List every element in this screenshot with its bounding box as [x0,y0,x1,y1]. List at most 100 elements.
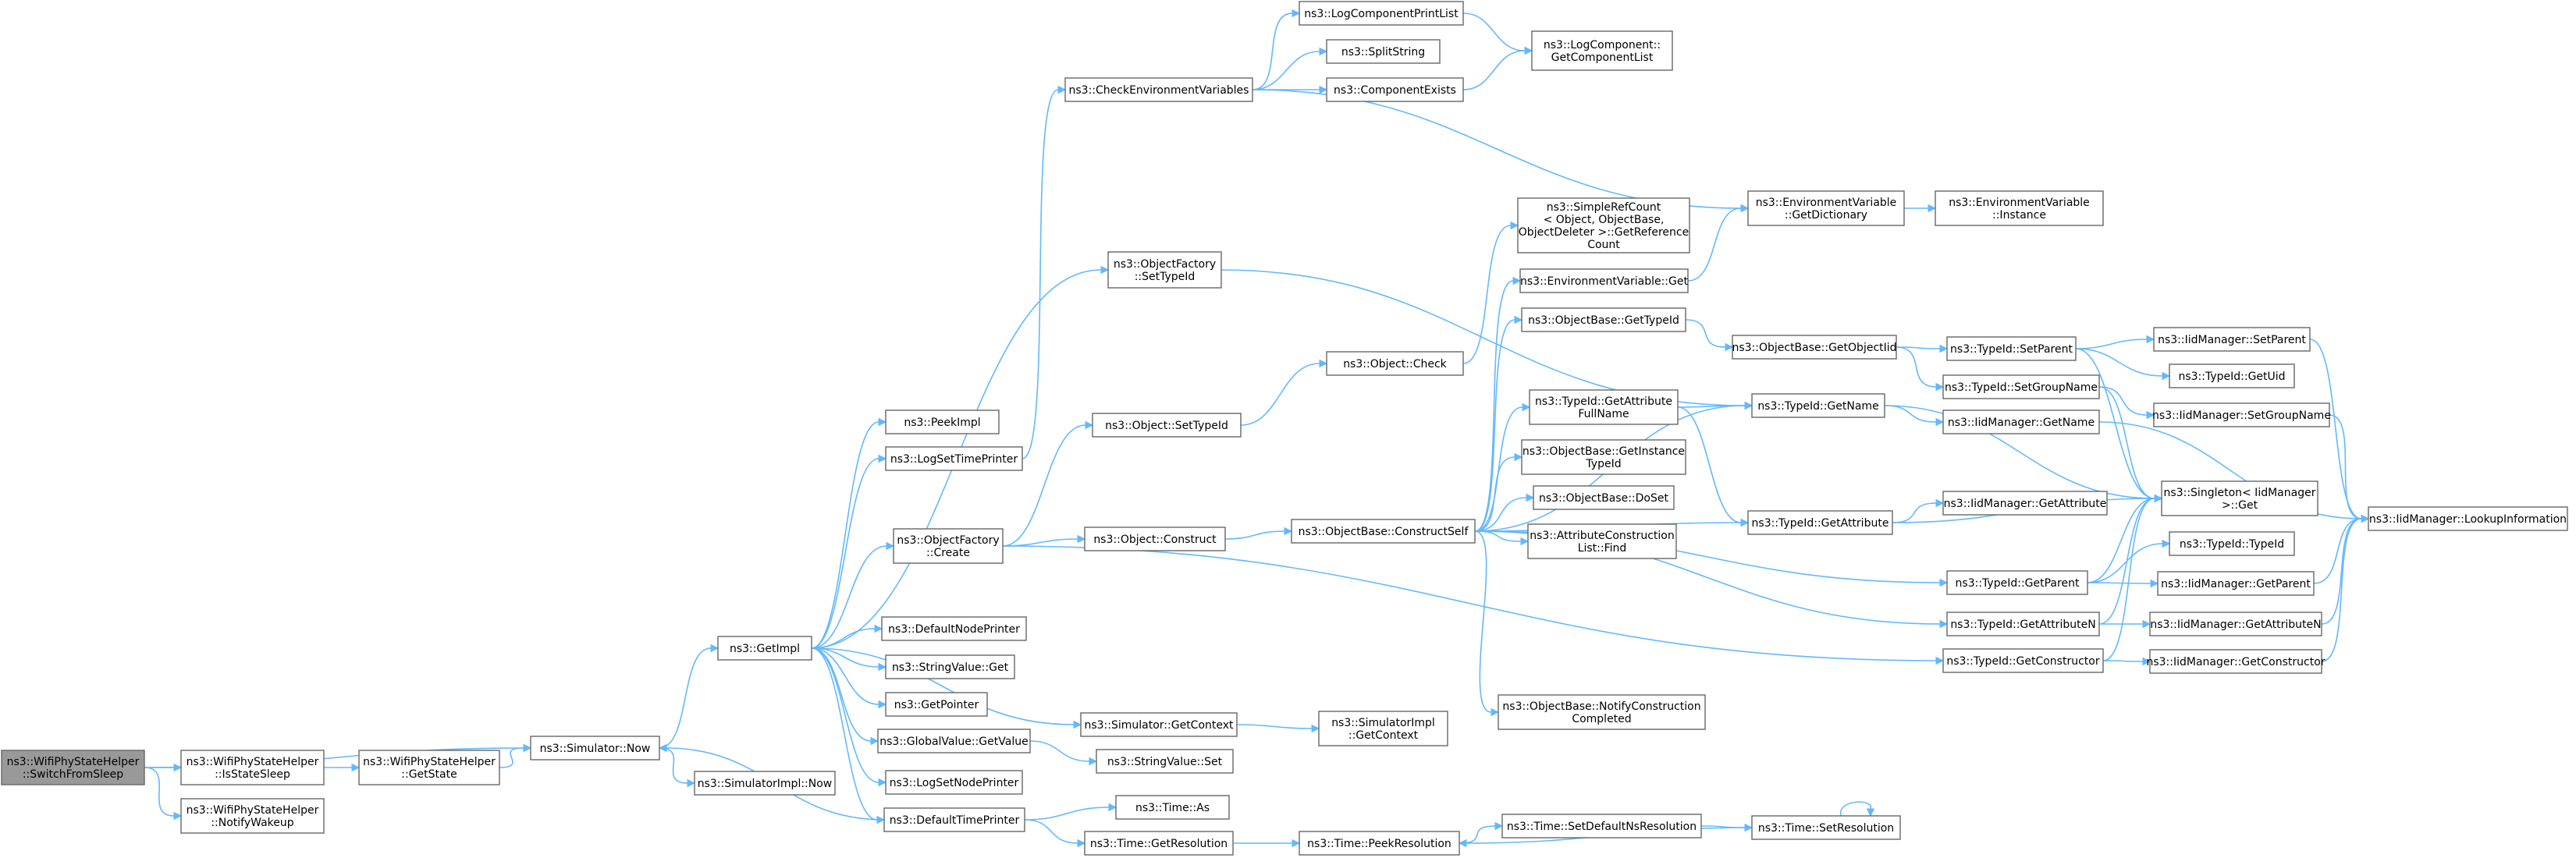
node-box-iidMgrGetName[interactable] [1942,410,2100,434]
node-typeIdGetParent[interactable]: ns3::TypeId::GetParent [1946,570,2088,595]
node-isStateSleep[interactable]: ns3::WifiPhyStateHelper::IsStateSleep [180,750,325,785]
node-simNow[interactable]: ns3::Simulator::Now [530,736,660,760]
node-typeIdGetUid[interactable]: ns3::TypeId::GetUid [2169,363,2295,388]
node-typeIdGetConstructor[interactable]: ns3::TypeId::GetConstructor [1942,648,2104,673]
node-iidMgrGetAttribute[interactable]: ns3::IidManager::GetAttribute [1942,491,2108,516]
node-objBaseDoSet[interactable]: ns3::ObjectBase::DoSet [1533,485,1675,510]
node-box-objBaseGetObjectIid[interactable] [1732,335,1897,360]
node-envVarGetDictionary[interactable]: ns3::EnvironmentVariable::GetDictionary [1747,190,1905,226]
node-stringValueGet[interactable]: ns3::StringValue::Get [885,654,1015,679]
node-objSetTypeId[interactable]: ns3::Object::SetTypeId [1092,413,1242,438]
node-box-objBaseGetInstanceTypeId[interactable] [1521,439,1686,475]
node-box-notifyWakeup[interactable] [180,798,325,834]
node-box-defaultTimePrinter[interactable] [883,807,1025,832]
node-logCompGetList[interactable]: ns3::LogComponent::GetComponentList [1531,30,1673,71]
node-objBaseGetObjectIid[interactable]: ns3::ObjectBase::GetObjectIid [1732,335,1897,360]
node-timeSetResolution[interactable]: ns3::Time::SetResolution [1751,815,1901,840]
node-box-timePeekResolution[interactable] [1299,831,1460,856]
node-box-iidMgrLookupInformation[interactable] [2368,506,2568,531]
node-objFactoryCreate[interactable]: ns3::ObjectFactory::Create [893,528,1004,564]
node-iidMgrLookupInformation[interactable]: ns3::IidManager::LookupInformation [2368,506,2568,531]
node-box-timeGetResolution[interactable] [1084,831,1234,856]
node-typeIdTypeId[interactable]: ns3::TypeId::TypeId [2169,531,2295,556]
node-box-timeAs[interactable] [1115,795,1230,820]
node-box-typeIdGetAttributeN[interactable] [1946,612,2100,636]
node-box-iidMgrGetParent[interactable] [2157,571,2315,596]
node-box-iidMgrSetGroupName[interactable] [2153,402,2330,427]
node-box-simGetContext[interactable] [1080,712,1238,737]
node-box-typeIdGetUid[interactable] [2169,363,2295,388]
node-timePeekResolution[interactable]: ns3::Time::PeekResolution [1299,831,1460,856]
node-box-attrConstructionListFind[interactable] [1527,523,1677,559]
node-logSetTimePrinter[interactable]: ns3::LogSetTimePrinter [885,446,1023,471]
node-constructSelf[interactable]: ns3::ObjectBase::ConstructSelf [1291,519,1476,544]
node-typeIdGetName[interactable]: ns3::TypeId::GetName [1751,393,1885,418]
node-box-defaultNodePrinter[interactable] [881,616,1027,641]
node-box-logCompPrintList[interactable] [1299,1,1464,26]
node-timeSetDefaultNsResolution[interactable]: ns3::Time::SetDefaultNsResolution [1501,814,1702,838]
node-box-iidMgrSetParent[interactable] [2153,327,2311,352]
node-objFactorySetTypeId[interactable]: ns3::ObjectFactory::SetTypeId [1107,251,1222,289]
node-iidMgrGetAttributeN[interactable]: ns3::IidManager::GetAttributeN [2149,612,2322,636]
node-box-typeIdTypeId[interactable] [2169,531,2295,556]
node-box-isStateSleep[interactable] [180,750,325,785]
node-box-typeIdGetConstructor[interactable] [1942,648,2104,673]
node-box-envVarGetDictionary[interactable] [1747,190,1905,226]
node-objBaseNotifyConstructionCompleted[interactable]: ns3::ObjectBase::NotifyConstructionCompl… [1498,694,1706,730]
node-envVarInstance[interactable]: ns3::EnvironmentVariable::Instance [1935,190,2104,226]
node-box-iidMgrGetAttributeN[interactable] [2149,612,2322,636]
node-box-objBaseGetTypeId[interactable] [1521,307,1686,332]
node-box-getImpl[interactable] [717,636,812,661]
node-timeGetResolution[interactable]: ns3::Time::GetResolution [1084,831,1234,856]
node-box-logSetNodePrinter[interactable] [885,770,1023,795]
node-box-typeIdGetName[interactable] [1751,393,1885,418]
node-box-iidMgrGetAttribute[interactable] [1942,491,2108,516]
node-box-typeIdSetGroupName[interactable] [1942,374,2100,399]
node-envVarGet[interactable]: ns3::EnvironmentVariable::Get [1519,268,1689,293]
node-box-timeSetResolution[interactable] [1751,815,1901,840]
node-peekImpl[interactable]: ns3::PeekImpl [885,410,1000,434]
node-stringValueSet[interactable]: ns3::StringValue::Set [1096,749,1234,774]
node-timeAs[interactable]: ns3::Time::As [1115,795,1230,820]
node-box-constructSelf[interactable] [1291,519,1476,544]
node-root[interactable]: ns3::WifiPhyStateHelper::SwitchFromSleep [1,750,145,785]
node-box-simImplGetContext[interactable] [1318,711,1448,746]
node-logCompPrintList[interactable]: ns3::LogComponentPrintList [1299,1,1464,26]
node-box-typeIdGetAttribute[interactable] [1747,510,1893,535]
node-getPointer[interactable]: ns3::GetPointer [885,692,988,717]
node-box-typeIdSetParent[interactable] [1946,336,2077,361]
node-box-objBaseNotifyConstructionCompleted[interactable] [1498,694,1706,730]
node-box-root[interactable] [1,750,145,785]
node-typeIdSetGroupName[interactable]: ns3::TypeId::SetGroupName [1942,374,2100,399]
node-logSetNodePrinter[interactable]: ns3::LogSetNodePrinter [885,770,1023,795]
node-getImpl[interactable]: ns3::GetImpl [717,636,812,661]
node-box-getPointer[interactable] [885,692,988,717]
node-iidMgrSetParent[interactable]: ns3::IidManager::SetParent [2153,327,2311,352]
node-box-envVarInstance[interactable] [1935,190,2104,226]
node-iidMgrGetParent[interactable]: ns3::IidManager::GetParent [2157,571,2315,596]
node-iidMgrSetGroupName[interactable]: ns3::IidManager::SetGroupName [2152,402,2331,427]
node-getState[interactable]: ns3::WifiPhyStateHelper::GetState [358,750,500,785]
node-box-stringValueSet[interactable] [1096,749,1234,774]
node-box-simNow[interactable] [530,736,660,760]
node-box-getState[interactable] [358,750,500,785]
node-globalValueGetValue[interactable]: ns3::GlobalValue::GetValue [877,729,1031,753]
node-simpleRefCount[interactable]: ns3::SimpleRefCount< Object, ObjectBase,… [1517,197,1690,254]
node-box-peekImpl[interactable] [885,410,1000,434]
node-box-componentExists[interactable] [1326,77,1464,102]
node-box-simpleRefCount[interactable] [1517,197,1690,254]
node-box-typeIdGetParent[interactable] [1946,570,2088,595]
node-defaultNodePrinter[interactable]: ns3::DefaultNodePrinter [881,616,1027,641]
node-box-objConstruct[interactable] [1084,526,1226,551]
node-box-objBaseDoSet[interactable] [1533,485,1675,510]
node-typeIdSetParent[interactable]: ns3::TypeId::SetParent [1946,336,2077,361]
node-box-typeIdGetAttrFullName[interactable] [1529,389,1679,425]
node-objCheck[interactable]: ns3::Object::Check [1326,351,1464,376]
node-notifyWakeup[interactable]: ns3::WifiPhyStateHelper::NotifyWakeup [180,798,325,834]
node-box-objCheck[interactable] [1326,351,1464,376]
node-simGetContext[interactable]: ns3::Simulator::GetContext [1080,712,1238,737]
node-simImplGetContext[interactable]: ns3::SimulatorImpl::GetContext [1318,711,1448,746]
node-simImplNow[interactable]: ns3::SimulatorImpl::Now [694,771,836,796]
node-checkEnv[interactable]: ns3::CheckEnvironmentVariables [1064,77,1253,102]
